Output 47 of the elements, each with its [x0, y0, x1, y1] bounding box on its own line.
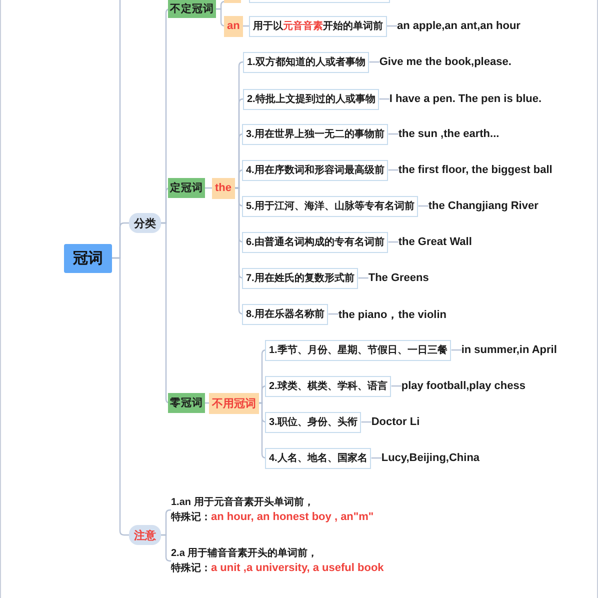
- connector-line: [388, 133, 398, 135]
- connector-line: [234, 187, 244, 315]
- connector-line: [369, 61, 380, 63]
- example-text: play football,play chess: [401, 378, 526, 394]
- connector-line: [161, 534, 171, 562]
- connector-line: [328, 313, 338, 315]
- central-topic: 冠词: [64, 244, 112, 272]
- connector-line: [388, 169, 398, 171]
- connector-line: [259, 402, 267, 459]
- connector-line: [387, 25, 397, 27]
- connector-line: [358, 277, 368, 279]
- example-text: 特殊记：a unit ,a university, a useful book: [171, 561, 384, 576]
- connector-line: [418, 205, 428, 207]
- example-text: the Changjiang River: [428, 198, 538, 214]
- example-text: Give me the book,please.: [379, 54, 512, 70]
- connector-line: [361, 421, 372, 423]
- category-tag: 不定冠词: [168, 0, 216, 18]
- example-text: Doctor Li: [371, 414, 420, 430]
- example-text: 特殊记：an hour, an honest boy , an"m": [171, 510, 374, 525]
- category-tag: 零冠词: [168, 393, 205, 413]
- connector-line: [391, 385, 402, 387]
- note-text: 2.a 用于辅音音素开头的单词前，: [171, 546, 319, 561]
- example-text: the piano，the violin: [338, 306, 447, 322]
- cropped-box: [224, 0, 241, 3]
- example-text: the sun ,the earth...: [398, 126, 500, 142]
- example-text: the Great Wall: [398, 234, 472, 250]
- keyword-tag: an: [224, 16, 243, 36]
- example-text: the first floor, the biggest ball: [398, 162, 552, 178]
- example-text: in summer,in April: [461, 342, 557, 358]
- keyword-tag: 不用冠词: [209, 392, 259, 414]
- branch-topic: 分类: [129, 213, 161, 233]
- connector-line: [451, 349, 462, 351]
- connector-line: [112, 257, 129, 536]
- cropped-box: [249, 0, 390, 3]
- keyword-tag: the: [212, 178, 234, 198]
- example-text: The Greens: [368, 270, 429, 286]
- connector-line: [216, 8, 226, 27]
- example-text: Lucy,Beijing,China: [381, 450, 480, 466]
- connector-line: [379, 98, 390, 100]
- example-text: I have a pen. The pen is blue.: [389, 91, 542, 107]
- example-text: an apple,an ant,an hour: [397, 18, 520, 34]
- category-tag: 定冠词: [168, 178, 205, 198]
- note-text: 1.an 用于元音音素开头单词前，: [171, 495, 315, 510]
- connector-line: [388, 241, 398, 243]
- connector-line: [371, 457, 382, 459]
- connector-line: [259, 385, 267, 404]
- branch-topic: 注意: [129, 525, 161, 545]
